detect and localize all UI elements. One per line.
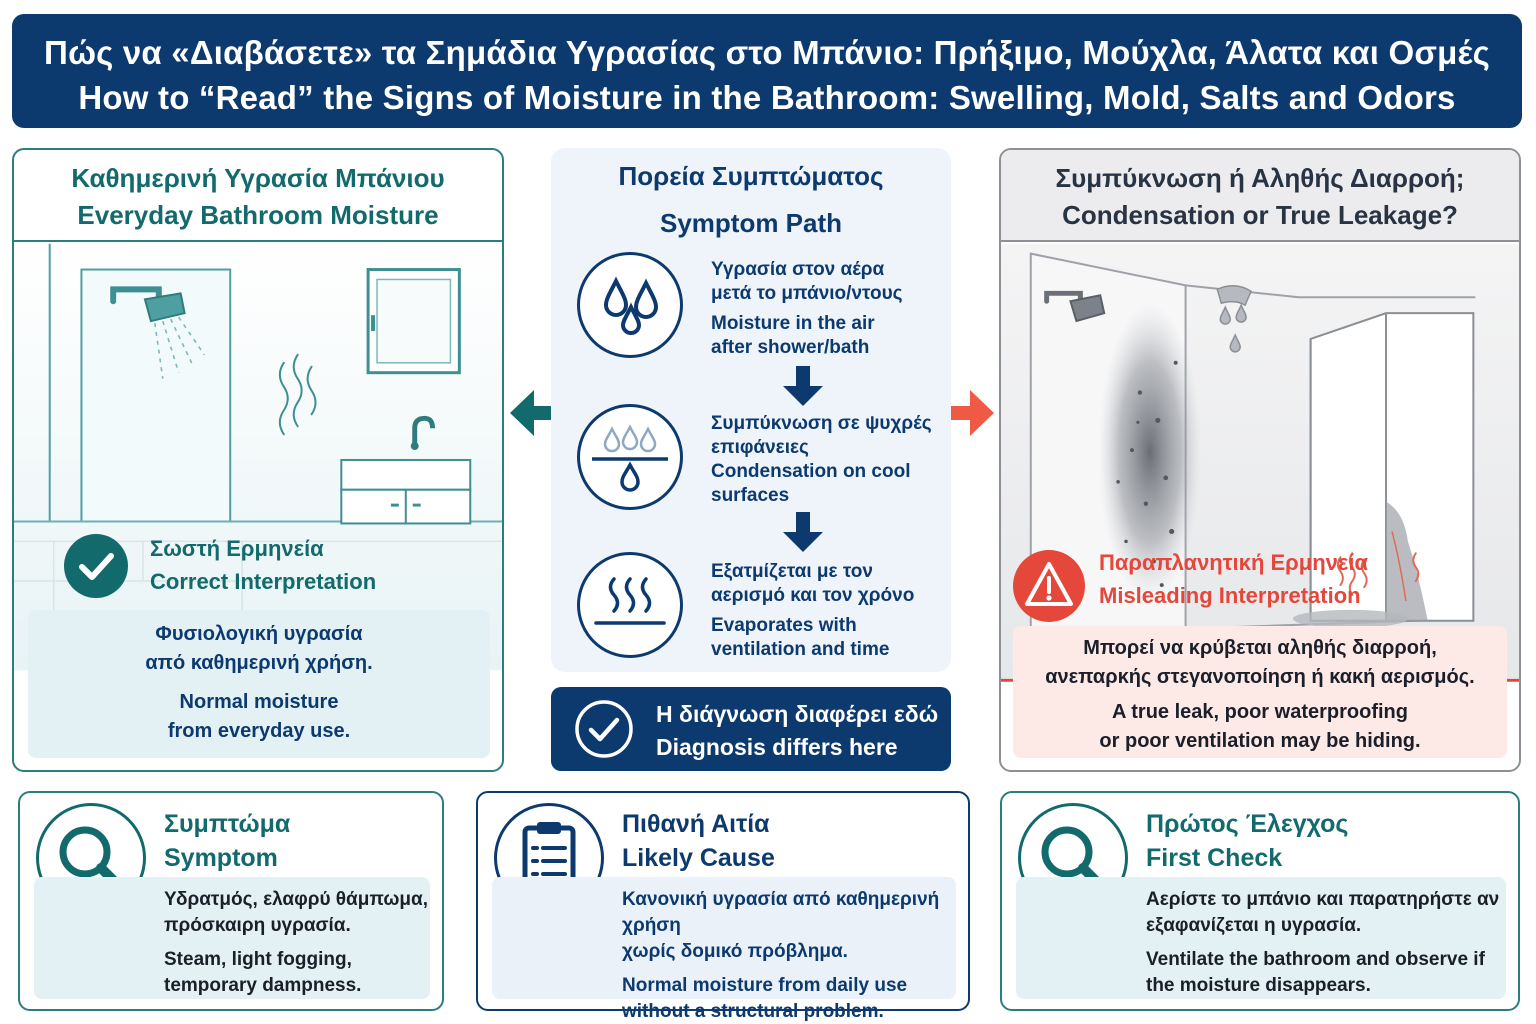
water-drops-icon — [577, 252, 683, 358]
step-2-english-line-1: Condensation on cool — [711, 461, 911, 482]
likely-cause-card-body: Κανονική υγρασία από καθημερινή χρήση χω… — [492, 877, 956, 1022]
verdict-english: Correct Interpretation — [150, 569, 377, 594]
step-2-english-line-2: surfaces — [711, 485, 790, 506]
warning-triangle-icon — [1013, 550, 1085, 622]
cause-card-title-greek: Πιθανή Αιτία — [622, 810, 770, 838]
leak-desc-english-line-1: A true leak, poor waterproofing — [1112, 701, 1408, 723]
evaporation-icon — [577, 552, 683, 658]
symptom-card-title-greek: Συμπτώμα — [164, 810, 291, 838]
wall-cabinet — [1309, 312, 1475, 622]
symptom-greek-line-1: Υδρατμός, ελαφρύ θάμπωμα, — [164, 889, 429, 910]
condensation-or-leak-panel: Συμπύκνωση ή Αληθής Διαρροή; Condensatio… — [999, 148, 1521, 772]
check-greek-line-1: Αερίστε το μπάνιο και παρατηρήστε αν — [1146, 889, 1500, 910]
banner-greek: Η διάγνωση διαφέρει εδώ — [656, 701, 939, 727]
symptom-path-title-english: Symptom Path — [659, 208, 843, 238]
symptom-greek-line-2: πρόσκαιρη υγρασία. — [164, 915, 351, 936]
mirror — [366, 268, 461, 375]
title-english: How to “Read” the Signs of Moisture in t… — [78, 79, 1456, 116]
check-english-line-2: the moisture disappears. — [1146, 975, 1371, 996]
header-banner: Πώς να «Διαβάσετε» τα Σημάδια Υγρασίας σ… — [12, 14, 1522, 128]
everyday-moisture-title: Καθημερινή Υγρασία Μπάνιου Everyday Bath… — [14, 150, 502, 242]
water-damage-stain — [1386, 501, 1428, 621]
down-arrow-icon — [783, 512, 823, 552]
leak-desc-greek-line-1: Μπορεί να κρύβεται αληθής διαρροή, — [1083, 637, 1437, 659]
leak-title-greek: Συμπύκνωση ή Αληθής Διαρροή; — [1055, 163, 1465, 193]
floor-puddle — [1292, 609, 1408, 628]
condensation-icon — [577, 404, 683, 510]
everyday-title-greek: Καθημερινή Υγρασία Μπάνιου — [71, 163, 445, 193]
step-1-english-line-2: after shower/bath — [711, 337, 870, 358]
cause-english-line-2: without a structural problem. — [622, 1001, 884, 1022]
left-arrow-icon — [510, 390, 564, 436]
symptom-path-panel: Πορεία Συμπτώματος Symptom Path Υγρασία … — [551, 148, 951, 672]
check-circle-icon — [64, 534, 128, 598]
desc-greek-line-1: Φυσιολογική υγρασία — [155, 623, 363, 645]
check-card-title-greek: Πρώτος Έλεγχος — [1146, 810, 1349, 838]
misleading-description-box: Μπορεί να κρύβεται αληθής διαρροή, ανεπα… — [1013, 626, 1507, 758]
banner-english: Diagnosis differs here — [656, 734, 898, 760]
leak-desc-greek-line-2: ανεπαρκής στεγανοποίηση ή κακή αερισμός. — [1045, 666, 1475, 688]
symptom-english-line-1: Steam, light fogging, — [164, 949, 352, 970]
step-2-greek-line-1: Συμπύκνωση σε ψυχρές — [711, 413, 932, 434]
everyday-title-english: Everyday Bathroom Moisture — [77, 200, 439, 230]
misleading-verdict-greek: Παραπλανητική Ερμηνεία — [1099, 550, 1368, 575]
check-english-line-1: Ventilate the bathroom and observe if — [1146, 949, 1485, 970]
steam-icon — [278, 353, 317, 436]
first-check-card: Πρώτος Έλεγχος First Check Αερίστε το μπ… — [1000, 791, 1520, 1011]
desc-english-line-1: Normal moisture — [179, 691, 339, 713]
everyday-moisture-panel: Καθημερινή Υγρασία Μπάνιου Everyday Bath… — [12, 148, 504, 772]
everyday-bathroom-illustration — [14, 243, 502, 671]
likely-cause-card: Πιθανή Αιτία Likely Cause Κανονική υγρασ… — [476, 791, 970, 1022]
symptom-card: Συμπτώμα Symptom Υδρατμός, ελαφρύ θάμπωμ… — [18, 791, 444, 1011]
check-circle-icon — [575, 700, 633, 758]
check-greek-line-2: εξαφανίζεται η υγρασία. — [1146, 915, 1362, 936]
symptom-card-title-english: Symptom — [164, 844, 278, 872]
check-card-title-english: First Check — [1146, 844, 1283, 872]
shower-head-icon — [1044, 290, 1106, 323]
symptom-card-body: Υδρατμός, ελαφρύ θάμπωμα, πρόσκαιρη υγρα… — [34, 877, 430, 999]
step-1-greek-line-2: μετά το μπάνιο/ντους — [711, 283, 903, 304]
desc-english-line-2: from everyday use. — [167, 720, 351, 742]
leak-desc-english-line-2: or poor ventilation may be hiding. — [1099, 730, 1421, 752]
title-greek: Πώς να «Διαβάσετε» τα Σημάδια Υγρασίας σ… — [44, 34, 1490, 71]
verdict-greek: Σωστή Ερμηνεία — [150, 536, 324, 561]
step-3-english-line-2: ventilation and time — [711, 639, 890, 660]
step-3-english-line-1: Evaporates with — [711, 615, 857, 636]
condensation-or-leak-title: Συμπύκνωση ή Αληθής Διαρροή; Condensatio… — [1001, 150, 1519, 242]
cause-greek-line-2: χωρίς δομικό πρόβλημα. — [622, 941, 848, 962]
leak-title-english: Condensation or True Leakage? — [1062, 200, 1458, 230]
ceiling-drip-icon — [1216, 285, 1253, 353]
diagnosis-differs-banner: Η διάγνωση διαφέρει εδώ Diagnosis differ… — [551, 687, 951, 771]
step-1-greek-line-1: Υγρασία στον αέρα — [711, 259, 885, 280]
cause-card-title-english: Likely Cause — [622, 844, 775, 872]
right-arrow-icon — [940, 390, 994, 436]
step-1-english-line-1: Moisture in the air — [711, 313, 875, 334]
step-3-greek-line-1: Εξατμίζεται με τον — [711, 561, 873, 582]
desc-greek-line-2: από καθημερινή χρήση. — [145, 652, 373, 674]
cause-english-line-1: Normal moisture from daily use — [622, 975, 908, 996]
leak-bathroom-illustration — [1001, 243, 1519, 682]
down-arrow-icon — [783, 366, 823, 406]
symptom-path-title-greek: Πορεία Συμπτώματος — [618, 161, 884, 191]
everyday-description-box: Φυσιολογική υγρασία από καθημερινή χρήση… — [28, 610, 490, 758]
cause-greek-line-1: Κανονική υγρασία από καθημερινή χρήση — [622, 889, 940, 936]
odor-lines-icon — [1336, 552, 1420, 596]
shower-head-icon — [110, 286, 206, 379]
misleading-verdict-english: Misleading Interpretation — [1099, 583, 1361, 608]
symptom-english-line-2: temporary dampness. — [164, 975, 362, 996]
step-3-greek-line-2: αερισμό και τον χρόνο — [711, 585, 915, 606]
mold-patch — [1098, 303, 1202, 601]
first-check-card-body: Αερίστε το μπάνιο και παρατηρήστε αν εξα… — [1016, 877, 1506, 999]
sink-vanity — [340, 415, 472, 525]
step-2-greek-line-2: επιφάνειες — [711, 437, 809, 458]
